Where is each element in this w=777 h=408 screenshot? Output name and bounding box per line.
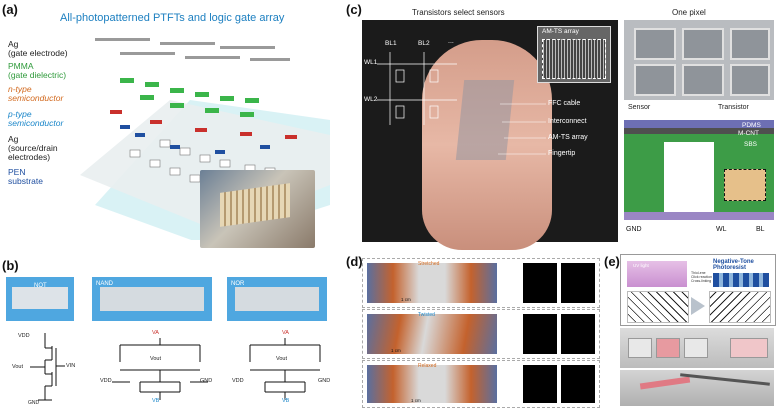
panel-c-callout-array: AM-TS array — [548, 134, 588, 141]
panel-d-row-twisted: Twisted 1 cm — [362, 309, 600, 359]
panel-b-nand-vb: VB — [152, 398, 160, 404]
panel-a-title: All-photopatterned PTFTs and logic gate … — [60, 12, 285, 24]
panel-c-fingertip-photo — [362, 20, 618, 250]
panel-d-row-stretched: Stretched 1 cm — [362, 258, 600, 308]
panel-c-callout-fingertip: Fingertip — [548, 150, 576, 157]
panel-c-sensor-label: Sensor — [628, 104, 651, 111]
panel-c-pixel-micrograph — [624, 20, 774, 100]
panel-b-not-label: NOT — [34, 283, 47, 289]
panel-d-state-twisted: Twisted — [418, 312, 435, 318]
panel-d-state-stretched: Stretched — [418, 261, 440, 267]
panel-b-not-gnd: GND — [28, 400, 40, 406]
panel-b-nor-va: VA — [282, 330, 289, 336]
panel-c-title-right: One pixel — [672, 8, 706, 17]
panel-a-layer-pen: PEN substrate — [8, 167, 43, 186]
panel-b-nand-circuit — [112, 338, 208, 400]
panel-c-matrix-schematic — [377, 52, 457, 125]
panel-c-ellipsis-1: ... — [448, 38, 454, 45]
panel-c-stack-pdms: PDMS — [742, 122, 761, 129]
panel-d-state-relaxed: Relaxed — [418, 363, 437, 369]
panel-b-nand-vdd: VDD — [100, 378, 112, 384]
panel-e-uv-label: UV light — [633, 263, 649, 268]
panel-b-not-micrograph: NOT — [6, 277, 74, 321]
panel-b-nor-vb: VB — [282, 398, 290, 404]
panel-c-wl-label: WL — [716, 226, 727, 233]
panel-e-reaction-3: Cross-linking — [691, 279, 712, 283]
panel-d-label: (d) — [346, 254, 363, 269]
panel-a-layer-pmma: PMMA (gate dielectric) — [8, 61, 67, 80]
panel-d-row-relaxed: Relaxed 1 cm — [362, 360, 600, 408]
panel-c-array-label: AM-TS array — [542, 28, 579, 35]
panel-a-layer-ntype: n-type semiconductor — [8, 84, 64, 103]
panel-e-reaction: Thiol-ene Click reaction Cross-linking — [691, 271, 712, 283]
panel-a-layer-ag-sd: Ag (source/drain electrodes) — [8, 134, 58, 162]
panel-d-scale-3: 1 cm — [411, 398, 421, 403]
panel-e-schematic: UV light Negative-Tone Photoresist Thiol… — [620, 254, 776, 326]
panel-b-not-vdd: VDD — [18, 333, 30, 339]
panel-c-bl-label: BL — [756, 226, 765, 233]
panel-d-scale-1: 1 cm — [401, 297, 411, 302]
panel-b-nor-gnd: GND — [318, 378, 331, 384]
panel-c-cross-section — [624, 114, 774, 242]
panel-c-wordline-1: WL1 — [364, 59, 378, 66]
panel-b-nor-vdd: VDD — [232, 378, 244, 384]
panel-b-not-circuit — [30, 333, 65, 401]
panel-c-callout-interconnect: Interconnect — [548, 118, 587, 125]
panel-c-gnd-label: GND — [626, 226, 642, 233]
panel-c-title-left: Transistors select sensors — [412, 8, 505, 17]
panel-b-nand-va: VA — [152, 330, 159, 336]
panel-c-bitline-1: BL1 — [385, 40, 397, 47]
panel-b-nor-micrograph: NOR — [227, 277, 327, 321]
panel-a-layer-ag-gate: Ag (gate electrode) — [8, 39, 68, 58]
panel-b-nand-vout: Vout — [150, 356, 162, 362]
panel-b-nor-circuit — [249, 338, 321, 400]
panel-e-reaction-2: Click reaction — [691, 275, 713, 279]
panel-a-label: (a) — [2, 2, 18, 17]
panel-c-callout-leaders — [498, 103, 546, 155]
panel-c-callout-ffc: FFC cable — [548, 100, 581, 107]
panel-a-device-photo — [200, 170, 315, 248]
panel-b-not-vout: Vout — [12, 364, 24, 370]
panel-c-label: (c) — [346, 2, 362, 17]
panel-c-wordline-2: WL2 — [364, 96, 378, 103]
panel-c-transistor-label: Transistor — [718, 104, 749, 111]
panel-d-scale-2: 1 cm — [391, 348, 401, 353]
panel-e-resist-label: Negative-Tone Photoresist — [713, 259, 754, 271]
panel-b-nor-vout: Vout — [276, 356, 288, 362]
panel-b-label: (b) — [2, 258, 19, 273]
panel-e-photo-samples — [620, 328, 774, 368]
panel-a-layer-ptype: p-type semiconductor — [8, 109, 64, 128]
panel-b-nor-label: NOR — [231, 281, 245, 287]
panel-b-nand-gnd: GND — [200, 378, 213, 384]
panel-c-stack-sbs: SBS — [744, 141, 758, 148]
panel-e-photo-tweezers — [620, 370, 774, 406]
panel-b-not-vin: VIN — [66, 363, 76, 369]
panel-b-nand-micrograph: NAND — [92, 277, 212, 321]
panel-c-stack-mcnt: M-CNT — [738, 130, 759, 137]
panel-e-label: (e) — [604, 254, 620, 269]
panel-b-nand-label: NAND — [96, 281, 114, 287]
panel-c-bitline-2: BL2 — [418, 40, 430, 47]
panel-e-reaction-1: Thiol-ene — [691, 271, 706, 275]
